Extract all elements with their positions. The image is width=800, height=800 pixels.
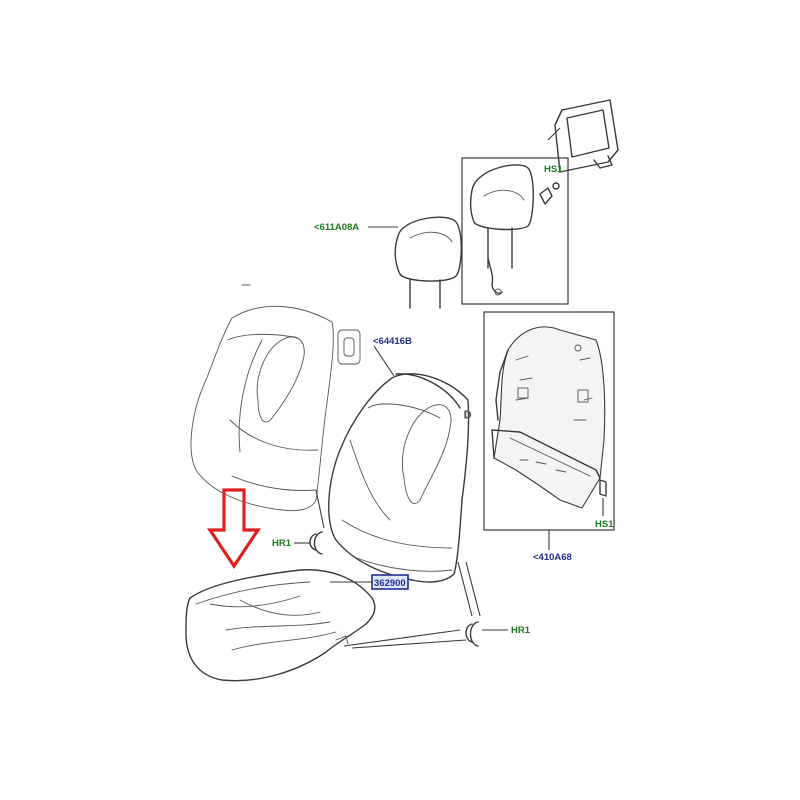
headrest-kit-box xyxy=(461,157,569,305)
backrest-panel-label: <410A68 xyxy=(533,552,572,563)
right-retaining-ring xyxy=(457,561,508,647)
headrest-kit-label: HS1 xyxy=(544,164,563,175)
left-retaining-ring xyxy=(294,489,325,555)
headrest-label: <611A08A xyxy=(314,222,359,233)
headrest-frame-bracket xyxy=(547,99,619,173)
right-ring-label: HR1 xyxy=(511,625,531,636)
cushion-callout-box xyxy=(371,574,409,590)
red-down-arrow-icon xyxy=(207,488,261,569)
cushion-label: 362900 xyxy=(374,578,406,589)
svg-text:D: D xyxy=(464,410,471,421)
backrest-cover-label: <64416B xyxy=(373,336,412,347)
left-ring-label: HR1 xyxy=(272,538,292,549)
headrest xyxy=(368,216,462,309)
seat-cushion xyxy=(185,569,467,682)
backrest-cover: D xyxy=(328,345,472,583)
left-seat-backrest xyxy=(190,305,334,512)
backrest-panel-screw-label: HS1 xyxy=(595,519,614,530)
backrest-panel-box xyxy=(483,311,615,531)
seat-switch-icon xyxy=(337,329,361,365)
